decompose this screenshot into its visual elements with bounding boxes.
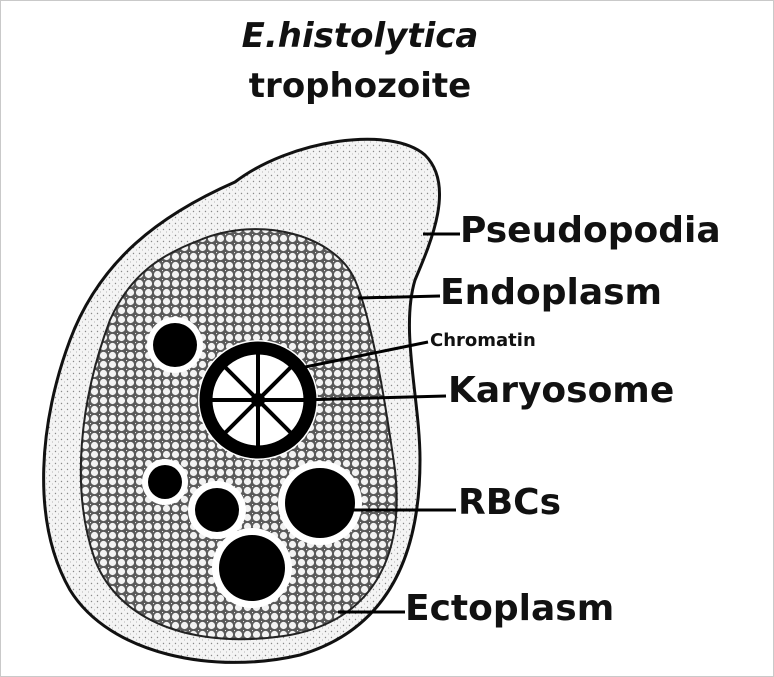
label-ectoplasm: Ectoplasm (405, 588, 614, 629)
label-pseudopodia: Pseudopodia (460, 210, 721, 251)
label-rbcs: RBCs (458, 482, 561, 523)
label-karyosome: Karyosome (448, 370, 674, 411)
label-chromatin: Chromatin (430, 330, 536, 351)
rbc-3 (195, 488, 239, 532)
rbc-4 (285, 468, 355, 538)
rbc-2 (148, 465, 182, 499)
label-endoplasm: Endoplasm (440, 272, 662, 313)
rbc-1 (153, 323, 197, 367)
diagram-subtitle: trophozoite (150, 66, 570, 106)
karyosome-dot (251, 393, 265, 407)
diagram-title: E.histolytica (150, 16, 570, 56)
rbc-5 (219, 535, 285, 601)
